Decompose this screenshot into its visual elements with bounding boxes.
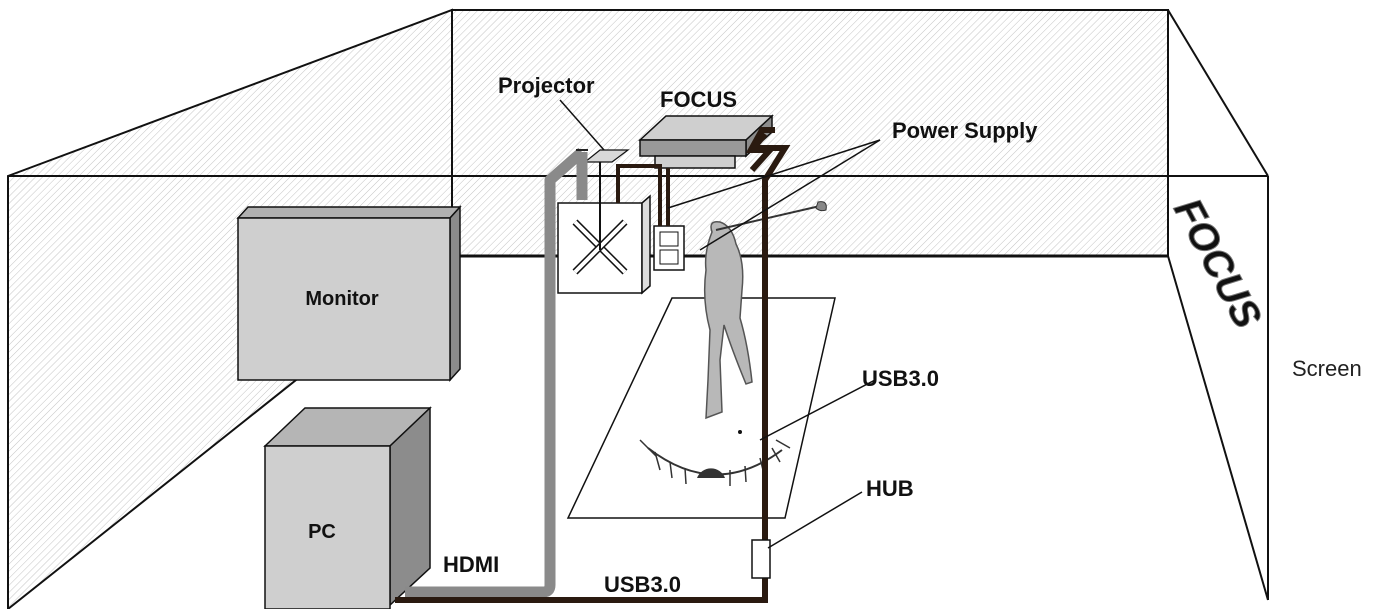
golfer bbox=[703, 201, 827, 420]
screen-edge-bottom bbox=[1167, 255, 1269, 601]
pc-label: PC bbox=[308, 521, 336, 543]
projector bbox=[583, 149, 630, 250]
power-cables bbox=[616, 164, 670, 226]
monitor: Monitor bbox=[236, 205, 462, 382]
focus-label: FOCUS bbox=[660, 87, 737, 112]
projector-mount-box bbox=[557, 194, 651, 295]
hitting-mat bbox=[566, 297, 836, 519]
callout-lines bbox=[559, 99, 881, 549]
usb-bottom-label: USB3.0 bbox=[604, 572, 681, 597]
hdmi-label: HDMI bbox=[443, 552, 499, 577]
usb-right-label: USB3.0 bbox=[862, 366, 939, 391]
screen-edge-top bbox=[1167, 9, 1269, 177]
room-walls bbox=[7, 8, 1269, 609]
projector-label: Projector bbox=[498, 73, 595, 98]
usb-hub bbox=[751, 539, 771, 579]
screen-logo: FOCUS bbox=[1165, 191, 1271, 337]
usb-cable bbox=[395, 127, 791, 603]
monitor-label: Monitor bbox=[305, 288, 379, 310]
screen-logo-text: FOCUS bbox=[1165, 191, 1270, 336]
power-supply-label: Power Supply bbox=[892, 118, 1038, 143]
pc-tower: PC bbox=[263, 406, 432, 609]
screen-label: Screen bbox=[1292, 356, 1362, 381]
hub-label: HUB bbox=[866, 476, 914, 501]
power-outlet bbox=[653, 225, 685, 271]
